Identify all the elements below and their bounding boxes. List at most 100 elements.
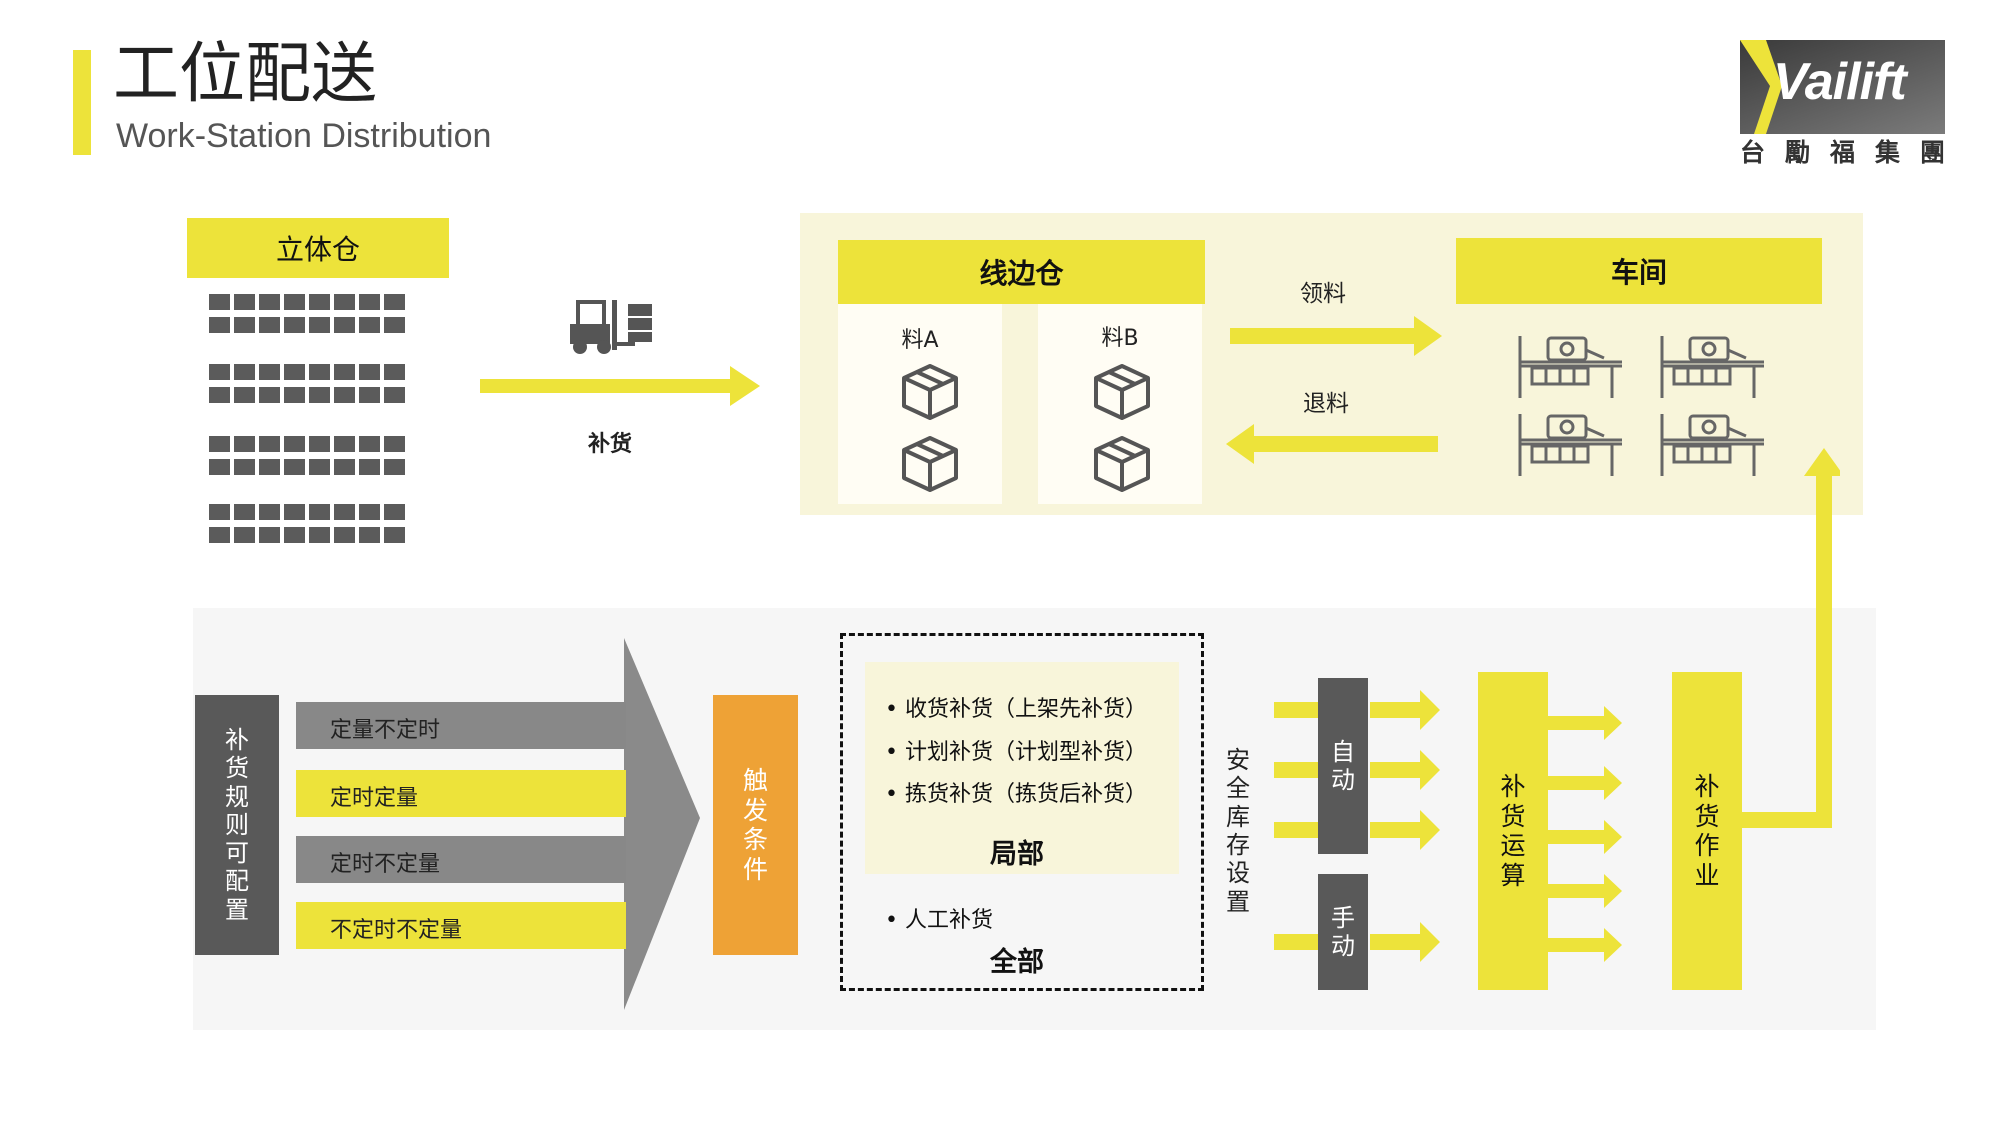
global-item: • 人工补货 [885, 908, 993, 933]
replenish-arrow [480, 366, 760, 406]
auto-mode-char: 动 [1331, 766, 1355, 794]
box-icon [900, 434, 960, 498]
condition-dashed-box [840, 633, 1204, 991]
rack-cell [384, 317, 405, 333]
return-label: 退料 [1303, 391, 1349, 417]
safety-stock-char: 设 [1226, 859, 1250, 888]
replenish-operation-char: 补 [1694, 772, 1720, 801]
rack-cell [334, 504, 355, 520]
rack-cell [284, 317, 305, 333]
logo-brand-text: Vailift [1773, 53, 1907, 111]
safety-stock-char: 库 [1226, 802, 1250, 831]
rack-cell [284, 436, 305, 452]
replenish-compute-char: 运 [1500, 831, 1526, 860]
global-label: 全部 [990, 947, 1044, 978]
rack-cell [309, 294, 330, 310]
replenish-compute-char: 算 [1500, 860, 1526, 890]
rack-cell [359, 527, 380, 543]
rules-configurable-char: 置 [225, 895, 249, 924]
rack-cell [334, 459, 355, 475]
rules-configurable-char: 货 [225, 754, 249, 783]
rack-cell [384, 364, 405, 380]
rule-item-4: 不定时不定量 [330, 918, 463, 943]
operation-to-workshop-arrow [1740, 448, 1840, 828]
rack-cell [209, 504, 230, 520]
rack-cell [284, 294, 305, 310]
rack-cell [209, 294, 230, 310]
rule-item-1: 定量不定时 [330, 718, 441, 743]
manual-mode-char: 手 [1331, 903, 1355, 932]
logo-tagline-char: 勵 [1784, 138, 1810, 167]
rack-cell [284, 459, 305, 475]
rack-cell [234, 364, 255, 380]
replenish-operation-box: 补货作业 [1672, 672, 1742, 990]
rack-cell [234, 436, 255, 452]
rack-cell [234, 527, 255, 543]
rules-configurable-char: 补 [225, 725, 249, 754]
auto-mode-char: 自 [1331, 737, 1355, 766]
workshop-header: 车间 [1456, 238, 1822, 304]
material-b-label: 料B [1101, 326, 1139, 351]
rack-cell [259, 436, 280, 452]
rack-row [209, 387, 405, 403]
rule-item-3: 定时不定量 [330, 852, 441, 877]
rack-cell [384, 527, 405, 543]
manual-mode-box: 手动 [1318, 874, 1368, 990]
box-icon [900, 362, 960, 426]
rack-cell [309, 387, 330, 403]
rules-configurable-char: 配 [225, 867, 249, 896]
trigger-char: 件 [742, 854, 768, 884]
safety-stock-char: 安 [1226, 746, 1250, 775]
material-a-label: 料A [901, 328, 939, 353]
box-icon [1092, 362, 1152, 426]
rule-bar-4: 不定时不定量 [296, 902, 626, 949]
rack-cell [334, 364, 355, 380]
logo-tagline-char: 福 [1829, 138, 1855, 167]
rack-cell [384, 504, 405, 520]
page-subtitle: Work-Station Distribution [116, 117, 492, 155]
rack-row [209, 294, 405, 310]
rule-bar-3: 定时不定量 [296, 836, 626, 883]
rack-row [209, 459, 405, 475]
rack-cell [359, 459, 380, 475]
rack-cell [284, 387, 305, 403]
pick-label: 领料 [1300, 281, 1346, 307]
rack-cell [359, 436, 380, 452]
rack-cell [309, 459, 330, 475]
replenish-compute-char: 货 [1500, 801, 1526, 831]
logo-tagline-char: 台 [1740, 138, 1766, 167]
trigger-char: 发 [742, 795, 768, 825]
rack-cell [259, 387, 280, 403]
warehouse-header: 立体仓 [187, 218, 449, 278]
local-item-2: • 计划补货（计划型补货） [885, 740, 1147, 765]
rack-cell [234, 317, 255, 333]
logo-tagline: 台勵福集團 [1740, 133, 1945, 169]
rack-row [209, 436, 405, 452]
rack-cell [359, 294, 380, 310]
rack-cell [384, 459, 405, 475]
safety-stock-char: 全 [1226, 774, 1250, 803]
local-item-1-text: 收货补货（上架先补货） [904, 697, 1147, 722]
rack-row [209, 317, 405, 333]
local-conditions-panel [865, 662, 1179, 874]
rules-configurable-char: 可 [225, 839, 249, 868]
workbench-icon [1660, 410, 1766, 484]
rack-row [209, 527, 405, 543]
rack-cell [334, 294, 355, 310]
rack-cell [209, 364, 230, 380]
rack-cell [359, 387, 380, 403]
replenish-label: 补货 [588, 432, 633, 457]
rack-cell [384, 387, 405, 403]
rack-cell [359, 504, 380, 520]
rules-funnel-arrow [624, 638, 700, 1010]
material-a-bin: 料A [838, 304, 1002, 504]
forklift-icon [570, 300, 652, 354]
rack-cell [309, 504, 330, 520]
local-item-1: • 收货补货（上架先补货） [885, 697, 1147, 722]
return-arrow [1226, 424, 1438, 464]
replenish-operation-char: 作 [1694, 831, 1720, 860]
rack-cell [259, 504, 280, 520]
rules-configurable-char: 规 [225, 782, 249, 811]
rack-cell [359, 317, 380, 333]
local-item-2-text: 计划补货（计划型补货） [904, 740, 1147, 765]
